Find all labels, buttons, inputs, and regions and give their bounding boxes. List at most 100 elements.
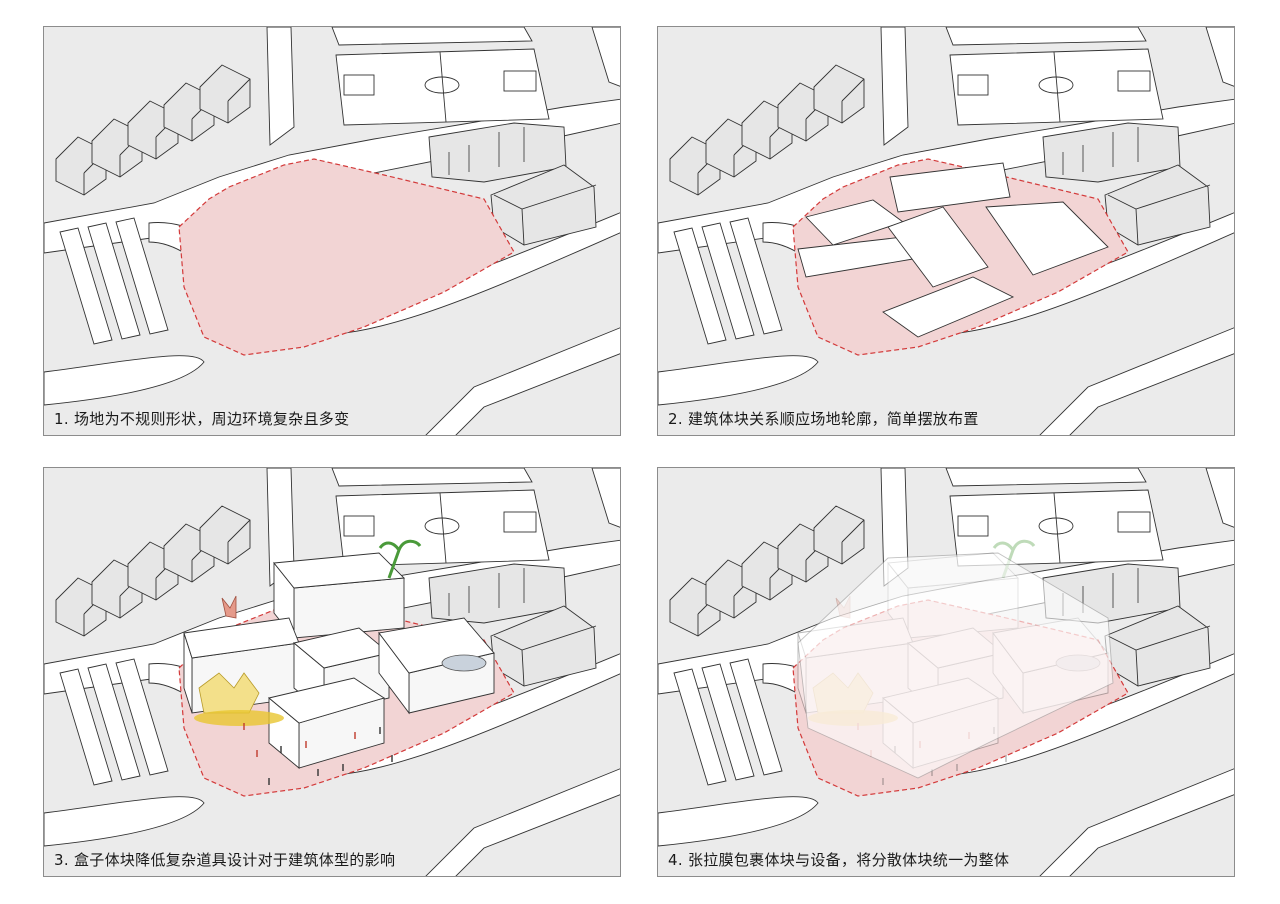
court-center-line xyxy=(1053,492,1061,564)
gable-roof-line xyxy=(1107,184,1211,246)
box-volumes xyxy=(183,539,495,785)
terrace-lines xyxy=(1062,127,1139,175)
roof-ridge xyxy=(841,78,865,123)
parking-bay xyxy=(59,227,113,345)
parking-bay xyxy=(115,217,169,335)
diagonal-road xyxy=(425,327,620,435)
parking-bay xyxy=(673,668,727,786)
right-buildings xyxy=(428,122,597,246)
box-top xyxy=(268,677,386,724)
north-road xyxy=(266,27,295,146)
parking-bay xyxy=(59,668,113,786)
south-road xyxy=(44,796,205,847)
parking-bay xyxy=(729,217,783,335)
field-north xyxy=(945,27,1147,46)
diagonal-road xyxy=(1039,327,1234,435)
court-box-left xyxy=(343,515,375,537)
row-house xyxy=(199,505,251,565)
court-center-line xyxy=(439,492,447,564)
panel-caption-3: 3. 盒子体块降低复杂道具设计对于建筑体型的影响 xyxy=(54,851,396,869)
site-drawing-3 xyxy=(44,468,620,876)
court-circle xyxy=(1038,517,1074,535)
field-north xyxy=(945,468,1147,487)
parking-lot xyxy=(59,217,169,345)
tension-membrane xyxy=(797,552,1114,779)
row-house xyxy=(813,505,865,565)
terrace-lines xyxy=(448,127,525,175)
site-outline xyxy=(178,158,515,356)
row-house xyxy=(199,64,251,124)
parking-bay xyxy=(87,222,141,340)
diagram-panel-4: 4. 张拉膜包裹体块与设备，将分散体块统一为整体 xyxy=(657,467,1235,877)
right-buildings xyxy=(428,563,597,687)
box-front xyxy=(293,577,405,639)
diagram-panel-2: 2. 建筑体块关系顺应场地轮廓，简单摆放布置 xyxy=(657,26,1235,436)
field-court xyxy=(949,48,1164,126)
field-edge xyxy=(591,27,620,87)
yellow-base-icon xyxy=(194,710,284,726)
field-court xyxy=(335,48,550,126)
site-drawing-1 xyxy=(44,27,620,435)
gable-roof-line xyxy=(1107,625,1211,687)
palm-tree-icon xyxy=(378,539,422,579)
court-box-left xyxy=(957,74,989,96)
row-house xyxy=(813,64,865,124)
court-circle xyxy=(1038,76,1074,94)
south-road xyxy=(658,796,819,847)
field-court xyxy=(335,489,550,567)
parking-bay xyxy=(87,663,141,781)
north-road xyxy=(880,27,909,146)
diagram-panel-1: 1. 场地为不规则形状，周边环境复杂且多变 xyxy=(43,26,621,436)
building-blocks xyxy=(797,162,1109,338)
field-north xyxy=(331,468,533,487)
row-houses xyxy=(55,505,251,637)
panel-caption-1: 1. 场地为不规则形状，周边环境复杂且多变 xyxy=(54,410,350,428)
gable-roof-line xyxy=(493,625,597,687)
parking-bay xyxy=(701,663,755,781)
field-edge xyxy=(591,468,620,528)
block-footprint xyxy=(889,162,1011,213)
whale-prop-icon xyxy=(441,654,487,672)
field-edge xyxy=(1205,27,1234,87)
court-box-right xyxy=(503,70,537,92)
block-footprint xyxy=(882,276,1015,338)
gable-roof-line xyxy=(493,184,597,246)
parking-bay xyxy=(673,227,727,345)
field-edge xyxy=(1205,468,1234,528)
site-drawing-4 xyxy=(658,468,1234,876)
court-box-right xyxy=(503,511,537,533)
panel-caption-4: 4. 张拉膜包裹体块与设备，将分散体块统一为整体 xyxy=(668,851,1010,869)
terrace-lines xyxy=(448,568,525,616)
sports-field xyxy=(331,468,620,567)
row-houses xyxy=(669,64,865,196)
south-road xyxy=(658,355,819,406)
block-footprint xyxy=(985,201,1109,276)
parking-lot xyxy=(59,658,169,786)
court-center-line xyxy=(439,51,447,123)
right-buildings xyxy=(1042,122,1211,246)
parking-bay xyxy=(729,658,783,776)
sports-field xyxy=(945,468,1234,567)
diagonal-road xyxy=(1039,768,1234,876)
court-box-right xyxy=(1117,511,1151,533)
roof-ridge xyxy=(841,519,865,564)
roof-ridge xyxy=(227,78,251,123)
court-box-left xyxy=(957,515,989,537)
row-houses xyxy=(55,64,251,196)
parking-lot xyxy=(673,658,783,786)
diagonal-road xyxy=(425,768,620,876)
sports-field xyxy=(945,27,1234,126)
rabbit-prop-icon xyxy=(221,595,237,619)
sports-field xyxy=(331,27,620,126)
row-houses xyxy=(669,505,865,637)
court-circle xyxy=(424,76,460,94)
block-footprint xyxy=(887,206,989,288)
field-north xyxy=(331,27,533,46)
field-court xyxy=(949,489,1164,567)
diagram-panel-3: 3. 盒子体块降低复杂道具设计对于建筑体型的影响 xyxy=(43,467,621,877)
court-center-line xyxy=(1053,51,1061,123)
box-top xyxy=(273,552,405,589)
panel-caption-2: 2. 建筑体块关系顺应场地轮廓，简单摆放布置 xyxy=(668,410,979,428)
court-box-right xyxy=(1117,70,1151,92)
parking-bay xyxy=(115,658,169,776)
